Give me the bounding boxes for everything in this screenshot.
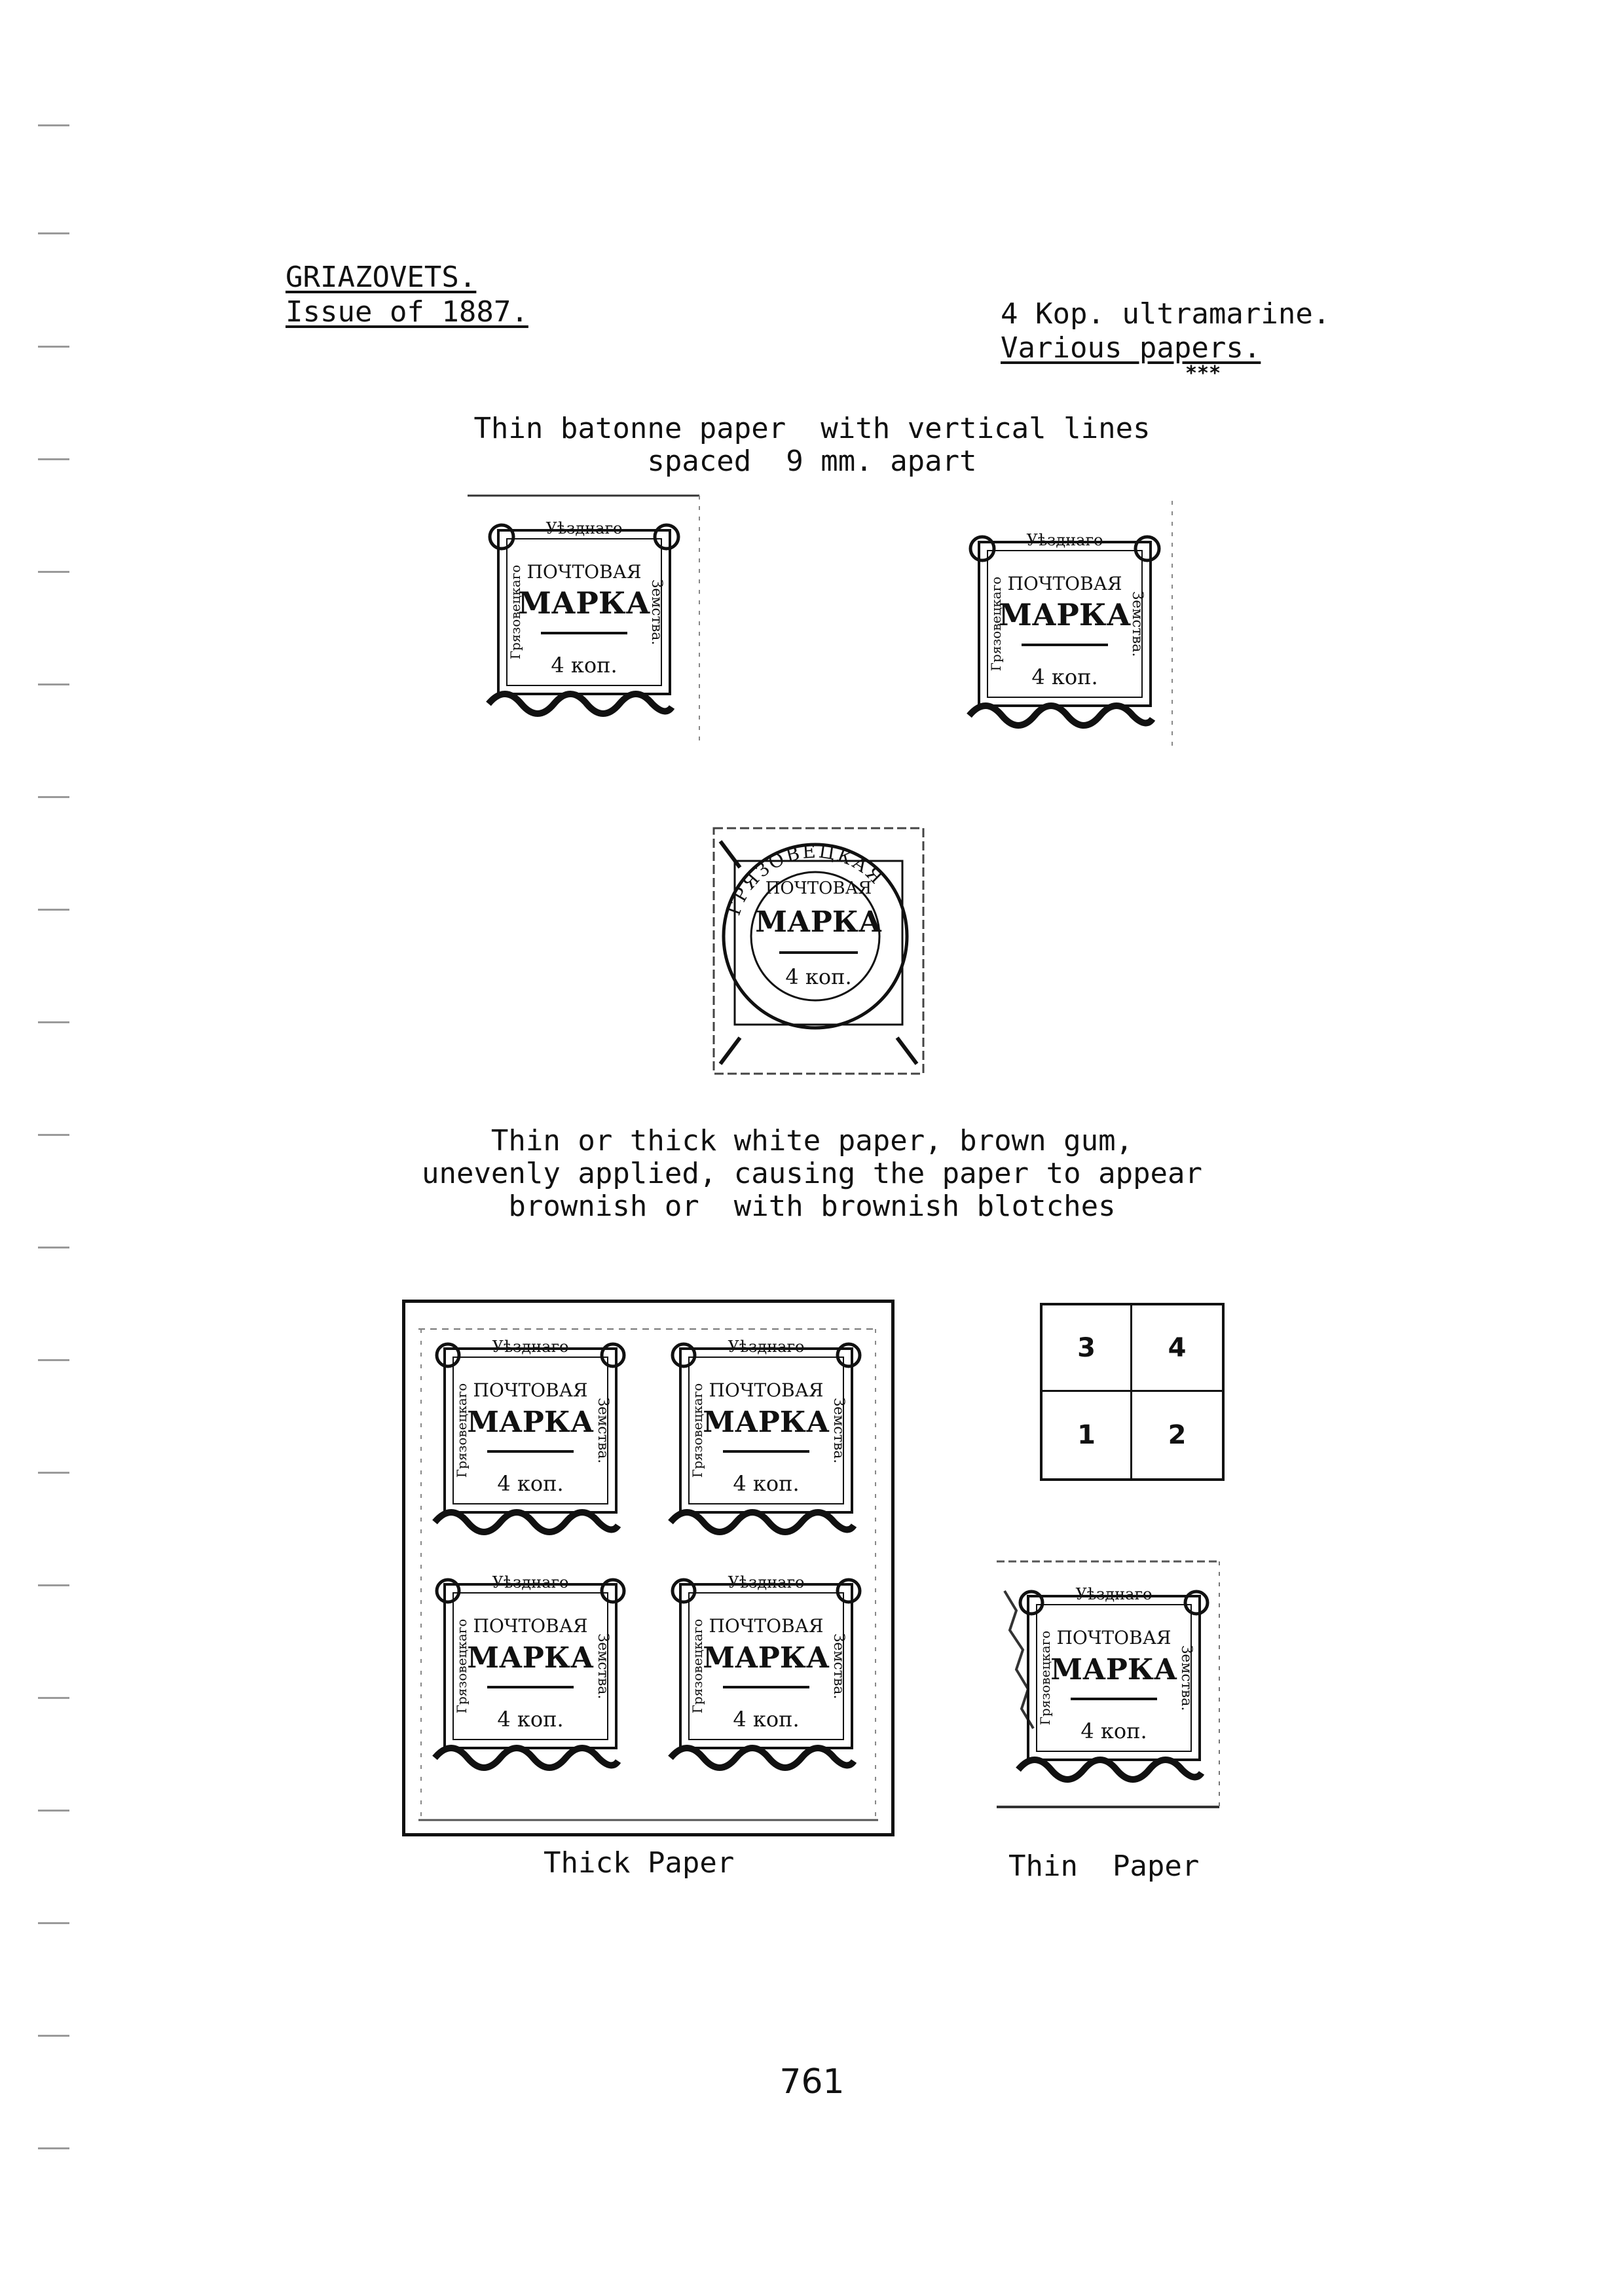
stamp-drawing: ПОЧТОВАЯ МАРКА 4 коп. ГРЯЗОВЕЦКАЯ	[712, 827, 925, 1075]
grid-cell: 4	[1132, 1305, 1222, 1392]
stamp-bottom-text: 4 коп.	[1031, 665, 1098, 689]
stamp-drawing: Уѣзднаго ПОЧТОВАЯ МАРКА 4 коп. Грязовецк…	[967, 501, 1173, 750]
stamp-bottom-text: 4 коп.	[1080, 1719, 1147, 1743]
separator-stars: ***	[1185, 362, 1221, 385]
margin-mark	[38, 1021, 69, 1023]
stamp-left-text: Грязовецкаго	[454, 1619, 470, 1714]
batonne-caption: Thin batonne paper with vertical lines s…	[473, 412, 1151, 478]
paper-note: Various papers.	[1001, 331, 1261, 365]
stamp-drawing: Уѣзднаго ПОЧТОВАЯ МАРКА 4 коп. Грязовецк…	[997, 1560, 1220, 1808]
stamp-left-text: Грязовецкаго	[988, 577, 1004, 672]
stamp-middle1-text: ПОЧТОВАЯ	[526, 561, 641, 583]
stamp-right-text: Земства.	[830, 1633, 847, 1700]
margin-mark	[38, 1247, 69, 1248]
stamp-middle1-text: ПОЧТОВАЯ	[1056, 1627, 1171, 1649]
stamp-middle1-text: ПОЧТОВАЯ	[473, 1615, 587, 1637]
margin-mark	[38, 1922, 69, 1924]
margin-mark	[38, 458, 69, 460]
stamp-right-text: Земства.	[595, 1398, 611, 1464]
stamp-image: Уѣзднаго ПОЧТОВАЯ МАРКА 4 коп. Грязовецк…	[990, 1552, 1226, 1813]
margin-mark	[38, 1810, 69, 1812]
stamp-middle1-text: ПОЧТОВАЯ	[709, 1379, 823, 1401]
block-of-four-frame: Уѣзднаго ПОЧТОВАЯ МАРКА 4 коп. Грязовецк…	[402, 1300, 895, 1836]
stamp-top-text: Уѣзднаго	[492, 1338, 568, 1356]
grid-cell: 3	[1043, 1305, 1132, 1392]
stamp-middle1-text: ПОЧТОВАЯ	[766, 879, 872, 898]
stamp-middle2-text: МАРКА	[518, 585, 651, 621]
stamp-right-text: Земства.	[1178, 1645, 1194, 1711]
issue-date: Issue of 1887.	[286, 295, 528, 329]
cancelled-stamp-image: ПОЧТОВАЯ МАРКА 4 коп. ГРЯЗОВЕЦКАЯ	[707, 822, 930, 1080]
grid-cell: 1	[1043, 1392, 1132, 1478]
stamp-left-text: Грязовецкаго	[1037, 1631, 1053, 1726]
thick-paper-label: Thick Paper	[544, 1846, 735, 1880]
stamp-right-text: Земства.	[648, 579, 665, 646]
stamp-middle1-text: ПОЧТОВАЯ	[473, 1379, 587, 1401]
stamp-middle2-text: МАРКА	[1050, 1653, 1177, 1686]
stamp-image: Уѣзднаго ПОЧТОВАЯ МАРКА 4 коп. Грязовецк…	[950, 498, 1185, 753]
stamp-middle2-text: МАРКА	[703, 1406, 830, 1439]
binder-margin-marks	[38, 0, 69, 2296]
stamp-middle2-text: МАРКА	[755, 905, 882, 939]
stamp-right-text: Земства.	[830, 1398, 847, 1464]
stamp-middle2-text: МАРКА	[703, 1641, 830, 1675]
grid-cell: 2	[1168, 1420, 1187, 1450]
stamp-top-text: Уѣзднаго	[1026, 531, 1103, 549]
stamp-right-text: Земства.	[1129, 591, 1145, 657]
stamp-middle1-text: ПОЧТОВАЯ	[1007, 573, 1122, 594]
block-of-four-drawing: Уѣзднаго ПОЧТОВАЯ МАРКА 4 коп. Грязовецк…	[418, 1328, 878, 1821]
margin-mark	[38, 232, 69, 234]
stamp-top-text: Уѣзднаго	[728, 1573, 804, 1592]
stamp-left-text: Грязовецкаго	[454, 1383, 470, 1478]
margin-mark	[38, 683, 69, 685]
stamp-bottom-text: 4 коп.	[785, 964, 851, 989]
section-title: GRIAZOVETS.	[286, 261, 477, 294]
stamp-top-text: Уѣзднаго	[492, 1573, 568, 1592]
margin-mark	[38, 346, 69, 348]
stamp-middle2-text: МАРКА	[999, 597, 1132, 632]
margin-mark	[38, 124, 69, 126]
stamp-value: 4 Kop. ultramarine.	[1001, 297, 1331, 331]
stamp-left-text: Грязовецкаго	[690, 1619, 705, 1714]
margin-mark	[38, 796, 69, 798]
margin-mark	[38, 571, 69, 573]
stamp-bottom-text: 4 коп.	[551, 653, 617, 678]
stamp-middle2-text: МАРКА	[467, 1406, 594, 1439]
margin-mark	[38, 1359, 69, 1361]
stamp-bottom-text: 4 коп.	[733, 1707, 799, 1732]
position-grid: 3 4 1 2	[1040, 1303, 1225, 1481]
stamp-bottom-text: 4 коп.	[733, 1471, 799, 1496]
stamp-top-text: Уѣзднаго	[1075, 1585, 1152, 1603]
stamp-image: Уѣзднаго ПОЧТОВАЯ МАРКА 4 коп. Грязовецк…	[462, 488, 705, 750]
stamp-drawing: Уѣзднаго ПОЧТОВАЯ МАРКА 4 коп. Грязовецк…	[468, 494, 700, 746]
margin-mark	[38, 1697, 69, 1699]
stamp-right-text: Земства.	[595, 1633, 611, 1700]
stamp-bottom-text: 4 коп.	[497, 1471, 563, 1496]
white-paper-caption: Thin or thick white paper, brown gum, un…	[421, 1124, 1203, 1223]
margin-mark	[38, 1134, 69, 1136]
stamp-middle2-text: МАРКА	[467, 1641, 594, 1675]
stamp-top-text: Уѣзднаго	[545, 519, 622, 538]
stamp-left-text: Грязовецкаго	[507, 565, 523, 660]
margin-mark	[38, 1584, 69, 1586]
stamp-middle1-text: ПОЧТОВАЯ	[709, 1615, 823, 1637]
stamp-top-text: Уѣзднаго	[728, 1338, 804, 1356]
margin-mark	[38, 2035, 69, 2037]
margin-mark	[38, 2147, 69, 2149]
margin-mark	[38, 909, 69, 911]
page-number: 761	[779, 2062, 845, 2102]
thin-paper-label: Thin Paper	[1008, 1850, 1200, 1883]
margin-mark	[38, 1472, 69, 1474]
stamp-bottom-text: 4 коп.	[497, 1707, 563, 1732]
stamp-left-text: Грязовецкаго	[690, 1383, 705, 1478]
